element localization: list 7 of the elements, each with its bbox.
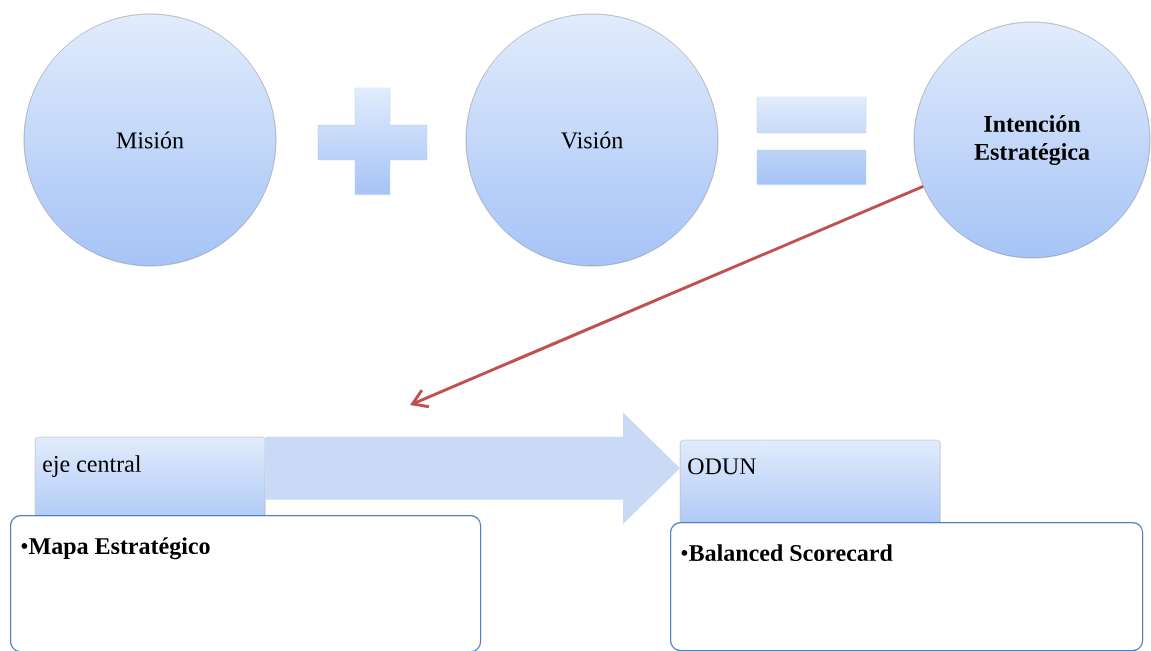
text-panel: •Mapa Estratégico — [10, 515, 482, 651]
block-arrow — [265, 412, 680, 525]
circle-node: Intención Estratégica — [913, 21, 1151, 259]
circle-node: Misión — [23, 13, 277, 267]
circle-node: Visión — [465, 13, 719, 267]
arrow — [410, 184, 924, 409]
text-panel: •Balanced Scorecard — [670, 522, 1144, 651]
